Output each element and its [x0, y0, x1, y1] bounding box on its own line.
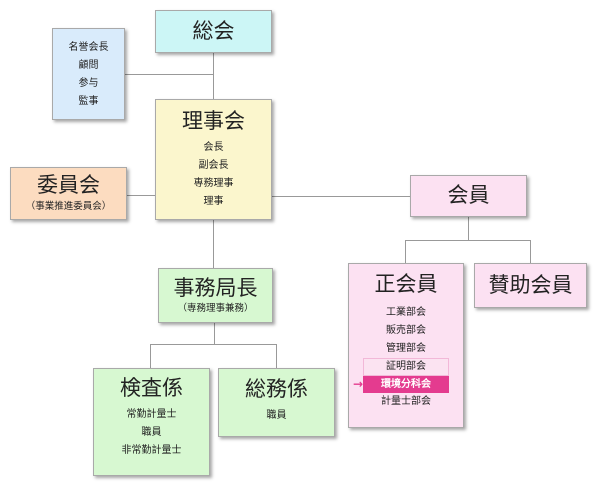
connector-line	[213, 53, 214, 99]
board-item: 副会長	[198, 160, 229, 172]
members-box: 会員	[410, 175, 527, 217]
connector-line	[468, 217, 469, 240]
committee-subtitle: （事業推進委員会）	[25, 201, 112, 213]
connector-line	[530, 240, 531, 263]
connector-line	[127, 195, 155, 196]
board-item: 理事	[203, 196, 224, 208]
inspection-item: 非常勤計量士	[121, 445, 182, 457]
supporting-members-title: 賛助会員	[488, 272, 573, 297]
department-item[interactable]: 管理部会	[386, 343, 426, 355]
connector-line	[405, 240, 531, 241]
inspection-section-box: 検査係 常勤計量士 職員 非常勤計量士	[93, 368, 210, 476]
board-item: 会長	[203, 142, 224, 154]
department-item-label: 環境分科会	[381, 379, 431, 391]
general-assembly-box: 総会	[155, 10, 272, 53]
connector-line	[213, 220, 214, 268]
general-affairs-box: 総務係 職員	[218, 368, 335, 437]
department-item-highlighted[interactable]: 証明部会	[363, 358, 449, 377]
connector-line	[276, 344, 277, 368]
board-item: 専務理事	[193, 178, 234, 190]
department-list: 工業部会 販売部会 管理部会 証明部会 → 環境分科会 計量士部会	[349, 304, 463, 411]
connector-line	[150, 344, 151, 368]
secretariat-head-title: 事務局長	[173, 275, 258, 300]
department-item[interactable]: 計量士部会	[381, 396, 431, 408]
advisor-item: 参与	[78, 78, 99, 89]
inspection-item: 常勤計量士	[126, 409, 177, 421]
department-item[interactable]: 販売部会	[386, 325, 426, 337]
secretariat-head-subtitle: （専務理事兼務）	[177, 302, 254, 314]
connector-line	[150, 344, 277, 345]
supporting-members-box: 賛助会員	[474, 263, 587, 308]
connector-line	[214, 323, 215, 344]
advisor-item: 監事	[78, 96, 99, 107]
inspection-item: 職員	[141, 427, 162, 439]
members-title: 会員	[447, 183, 490, 208]
secretariat-head-box: 事務局長 （専務理事兼務）	[158, 268, 273, 323]
connector-line	[405, 240, 406, 263]
board-title: 理事会	[182, 109, 245, 133]
board-box: 理事会 会長 副会長 専務理事 理事	[155, 99, 272, 220]
committee-title: 委員会	[37, 173, 100, 198]
department-item-selected[interactable]: → 環境分科会	[353, 376, 449, 394]
committee-box: 委員会 （事業推進委員会）	[10, 167, 127, 220]
general-affairs-item: 職員	[266, 410, 287, 422]
advisor-item: 名誉会長	[68, 42, 109, 53]
advisor-item: 顧問	[78, 60, 99, 71]
connector-line	[272, 196, 410, 197]
regular-members-box: 正会員 工業部会 販売部会 管理部会 証明部会 → 環境分科会 計量士部会	[348, 263, 464, 428]
general-assembly-title: 総会	[192, 18, 235, 43]
connector-line	[125, 74, 213, 75]
advisors-box: 名誉会長 顧問 参与 監事	[52, 28, 125, 120]
department-item[interactable]: 工業部会	[386, 307, 426, 319]
general-affairs-title: 総務係	[245, 377, 308, 401]
inspection-section-title: 検査係	[120, 376, 183, 400]
arrow-right-icon: →	[353, 377, 364, 392]
regular-members-title: 正会員	[374, 272, 438, 296]
